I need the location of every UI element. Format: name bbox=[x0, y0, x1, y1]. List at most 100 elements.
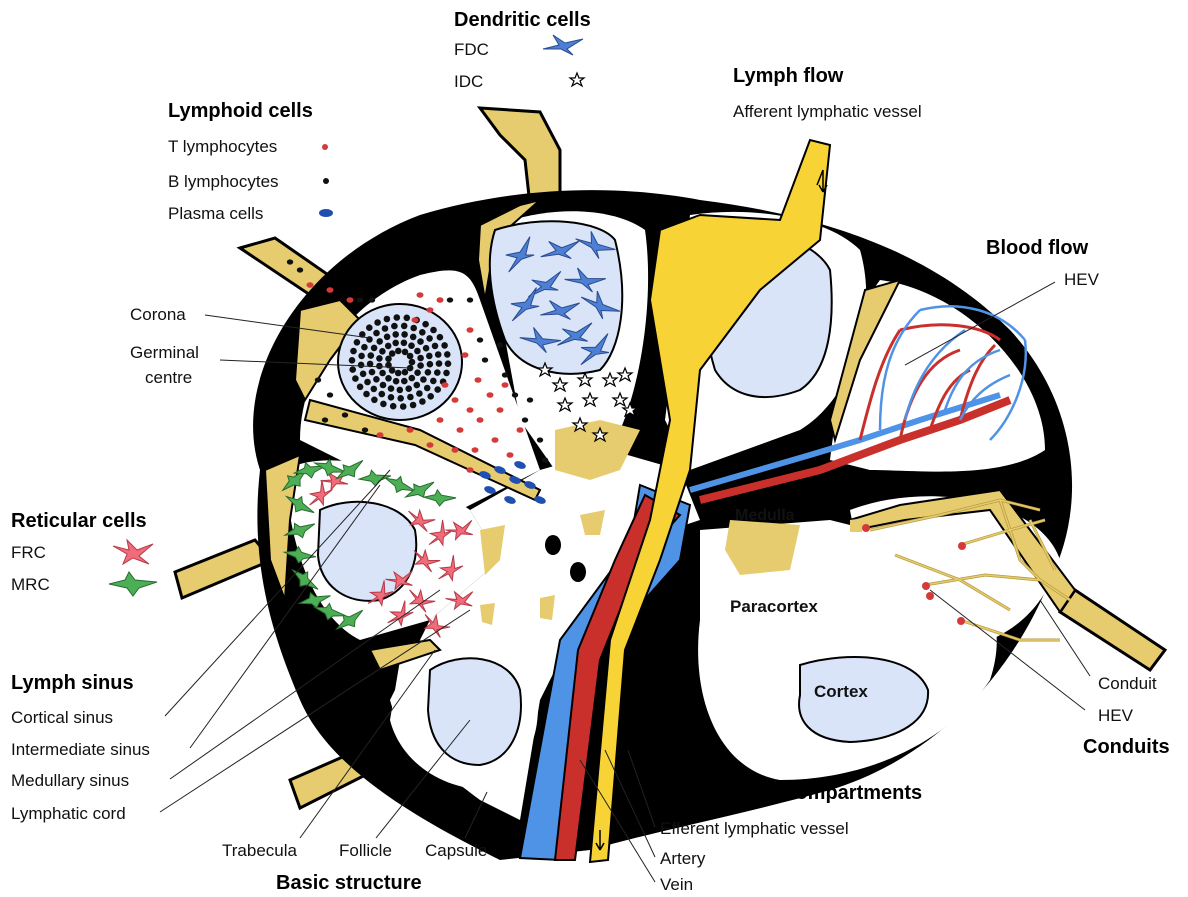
label-paracortex: Paracortex bbox=[730, 597, 818, 616]
b-cell bbox=[414, 382, 421, 389]
label-mrc: MRC bbox=[11, 575, 50, 594]
b-cell bbox=[350, 348, 357, 355]
b-cell bbox=[364, 379, 371, 386]
label-germinal-2: centre bbox=[145, 368, 192, 387]
b-cell bbox=[444, 351, 451, 358]
label-cortex: Cortex bbox=[814, 682, 868, 701]
label-t-lymphocytes: T lymphocytes bbox=[168, 137, 277, 156]
label-cortical-sinus: Cortical sinus bbox=[11, 708, 113, 727]
header-conduits: Conduits bbox=[1083, 736, 1170, 758]
header-compartments: Compartments bbox=[781, 782, 922, 804]
b-cell bbox=[366, 336, 373, 343]
b-cell bbox=[405, 385, 412, 392]
b-cell bbox=[397, 387, 404, 394]
b-cell bbox=[379, 391, 386, 398]
b-cell bbox=[502, 372, 508, 377]
b-cell bbox=[297, 267, 303, 272]
t-cell bbox=[417, 292, 424, 298]
b-cell bbox=[358, 362, 365, 369]
follicle-bottom bbox=[428, 658, 521, 765]
b-cell bbox=[384, 316, 391, 323]
hev-dot bbox=[958, 542, 966, 550]
label-medulla: Medulla bbox=[735, 507, 795, 524]
b-cell bbox=[410, 334, 417, 341]
b-cell bbox=[410, 325, 417, 332]
b-cell bbox=[371, 386, 378, 393]
legend-b-cell-icon bbox=[323, 178, 329, 184]
b-cell bbox=[394, 314, 401, 321]
b-cell bbox=[397, 395, 404, 402]
t-cell bbox=[347, 297, 354, 303]
b-cell bbox=[382, 325, 389, 332]
b-cell bbox=[424, 385, 431, 392]
legend-mrc-icon bbox=[109, 572, 157, 596]
header-lymph-flow: Lymph flow bbox=[733, 65, 844, 87]
b-cell bbox=[392, 340, 399, 347]
label-afferent: Afferent lymphatic vessel bbox=[733, 102, 922, 121]
b-cell bbox=[427, 393, 434, 400]
b-cell bbox=[380, 382, 387, 389]
b-cell bbox=[426, 335, 433, 342]
b-cell bbox=[384, 334, 391, 341]
b-cell bbox=[349, 357, 356, 364]
t-cell bbox=[502, 382, 509, 388]
header-lymphoid-cells: Lymphoid cells bbox=[168, 100, 313, 122]
label-intermediate-sinus: Intermediate sinus bbox=[11, 740, 150, 759]
b-cell bbox=[376, 355, 383, 362]
b-cell bbox=[419, 329, 426, 336]
header-blood-flow: Blood flow bbox=[986, 237, 1089, 259]
b-cell bbox=[362, 427, 368, 432]
legend-idc-icon bbox=[570, 73, 584, 86]
b-cell bbox=[287, 259, 293, 264]
b-cell bbox=[414, 348, 421, 355]
label-idc: IDC bbox=[454, 72, 483, 91]
label-fdc: FDC bbox=[454, 40, 489, 59]
legend-t-cell-icon bbox=[322, 144, 328, 150]
b-cell bbox=[389, 350, 396, 357]
b-cell bbox=[445, 360, 452, 367]
t-cell bbox=[467, 467, 474, 473]
hev-dot bbox=[926, 592, 934, 600]
b-cell bbox=[408, 342, 415, 349]
b-cell bbox=[374, 319, 381, 326]
b-cell bbox=[401, 323, 408, 330]
b-cell bbox=[441, 342, 448, 349]
t-cell bbox=[452, 397, 459, 403]
b-cell bbox=[315, 377, 321, 382]
b-cell bbox=[360, 371, 367, 378]
hev-dot bbox=[862, 524, 870, 532]
b-cell bbox=[400, 403, 407, 410]
label-b-lymphocytes: B lymphocytes bbox=[168, 172, 279, 191]
b-cell bbox=[363, 391, 370, 398]
legend-fdc-icon bbox=[543, 35, 583, 55]
b-cell bbox=[482, 357, 488, 362]
header-basic-structure: Basic structure bbox=[276, 872, 422, 894]
medullary-mass bbox=[570, 562, 586, 582]
b-cell bbox=[423, 345, 430, 352]
b-cell bbox=[497, 342, 503, 347]
hev-dot bbox=[957, 617, 965, 625]
b-cell bbox=[354, 339, 361, 346]
b-cell bbox=[379, 348, 386, 355]
b-cell bbox=[349, 366, 356, 373]
b-cell bbox=[393, 378, 400, 385]
label-capsule: Capsule bbox=[425, 841, 487, 860]
t-cell bbox=[507, 452, 514, 458]
medullary-mass bbox=[545, 535, 561, 555]
b-cell bbox=[416, 390, 423, 397]
medullary-cord-2 bbox=[725, 520, 800, 575]
b-cell bbox=[425, 369, 432, 376]
b-cell bbox=[352, 375, 359, 382]
b-cell bbox=[447, 297, 453, 302]
t-cell bbox=[412, 317, 419, 323]
label-efferent: Efferent lymphatic vessel bbox=[660, 819, 849, 838]
b-cell bbox=[373, 376, 380, 383]
b-cell bbox=[358, 353, 365, 360]
b-cell bbox=[388, 385, 395, 392]
b-cell bbox=[409, 359, 416, 366]
label-vein: Vein bbox=[660, 875, 693, 894]
b-cell bbox=[443, 370, 450, 377]
b-cell bbox=[410, 402, 417, 409]
label-follicle: Follicle bbox=[339, 841, 392, 860]
